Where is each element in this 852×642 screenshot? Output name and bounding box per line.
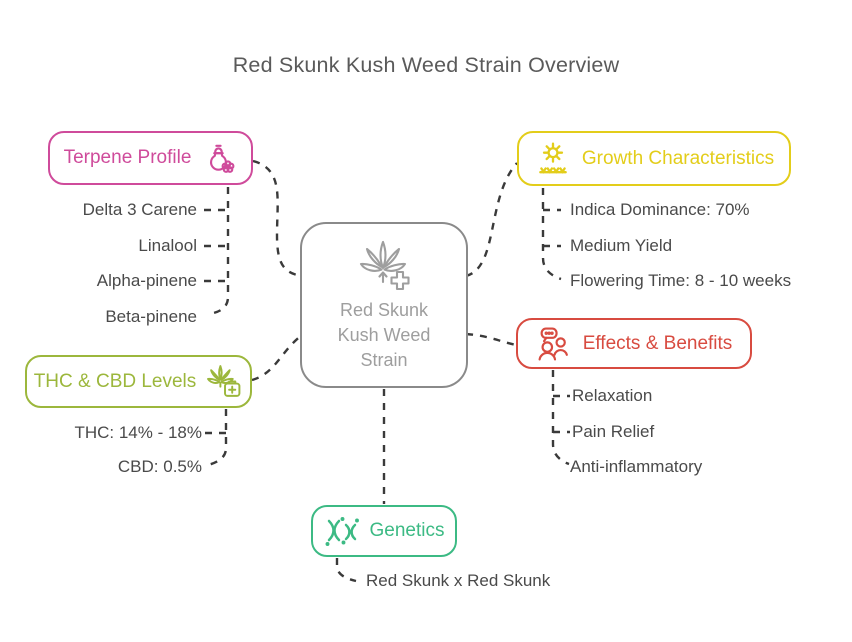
center-node[interactable]: Red Skunk Kush Weed Strain xyxy=(300,222,468,388)
branch-label: Genetics xyxy=(369,520,445,541)
effects-items-branch xyxy=(551,370,570,466)
dropper-flower-icon xyxy=(201,140,237,176)
terpene-item: Delta 3 Carene xyxy=(82,200,197,219)
branch-effects-benefits[interactable]: Effects & Benefits xyxy=(516,318,752,369)
branch-label: Growth Characteristics xyxy=(581,147,775,169)
connector-terpene-center xyxy=(252,159,303,278)
branch-label: Effects & Benefits xyxy=(582,332,733,354)
thc-item: CBD: 0.5% xyxy=(117,457,202,476)
sun-sprouts-icon xyxy=(534,140,572,178)
genetics-items-branch xyxy=(335,558,357,583)
genetics-item: Red Skunk x Red Skunk xyxy=(366,571,551,590)
chromosomes-icon xyxy=(324,513,360,549)
cannabis-medkit-icon xyxy=(206,363,243,400)
effects-item: Relaxation xyxy=(572,386,653,405)
center-node-label: Red Skunk Kush Weed Strain xyxy=(337,299,431,370)
growth-item: Flowering Time: 8 - 10 weeks xyxy=(570,271,792,290)
branch-growth-characteristics[interactable]: Growth Characteristics xyxy=(517,131,791,186)
branch-genetics[interactable]: Genetics xyxy=(311,505,457,557)
growth-item: Indica Dominance: 70% xyxy=(570,200,750,219)
terpene-item: Linalool xyxy=(138,236,197,255)
connector-center-effects xyxy=(465,332,517,347)
growth-items-branch xyxy=(541,188,562,281)
effects-item: Anti-inflammatory xyxy=(570,457,703,476)
branch-label: Terpene Profile xyxy=(63,147,192,168)
branch-thc-cbd-levels[interactable]: THC & CBD Levels xyxy=(25,355,252,408)
people-chat-icon xyxy=(536,325,573,362)
growth-item: Medium Yield xyxy=(570,236,673,255)
effects-item: Pain Relief xyxy=(572,422,655,441)
thc-items-branch xyxy=(205,409,228,467)
terpene-items-branch xyxy=(204,187,230,316)
connector-center-growth xyxy=(465,162,518,278)
terpene-item: Beta-pinene xyxy=(105,307,197,326)
cannabis-plus-icon xyxy=(353,238,415,294)
page-title: Red Skunk Kush Weed Strain Overview xyxy=(232,53,620,77)
connector-thc-center xyxy=(251,334,303,382)
branch-label: THC & CBD Levels xyxy=(33,370,197,392)
terpene-item: Alpha-pinene xyxy=(96,271,197,290)
branch-terpene-profile[interactable]: Terpene Profile xyxy=(48,131,253,185)
thc-item: THC: 14% - 18% xyxy=(74,423,202,442)
